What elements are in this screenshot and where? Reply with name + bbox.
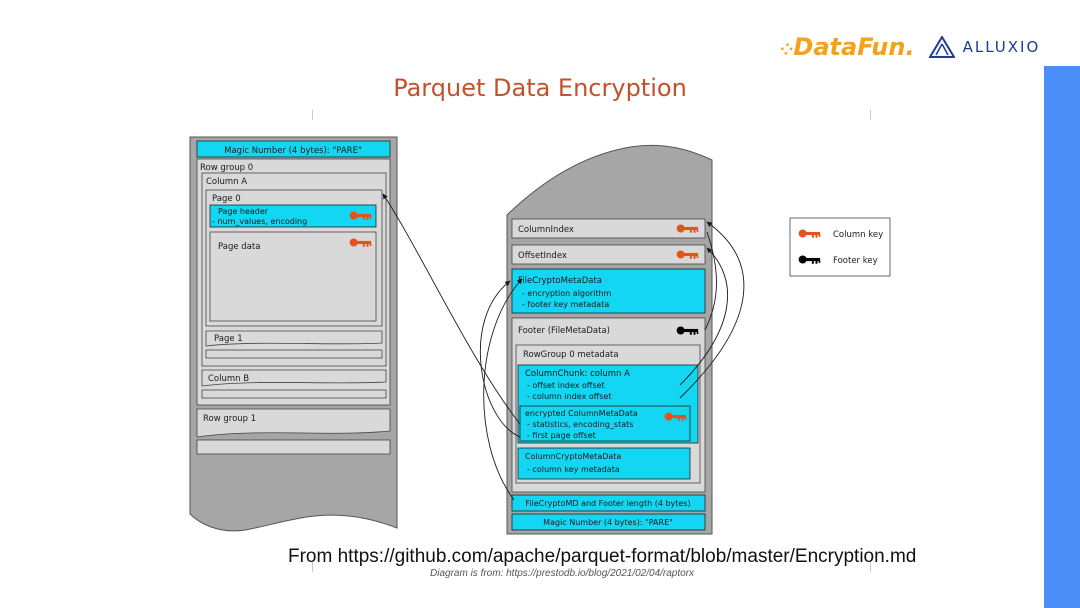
file-crypto-md-footer-length-label: FileCryptoMD and Footer length (4 bytes) bbox=[525, 499, 690, 508]
column-index-label: ColumnIndex bbox=[518, 225, 574, 235]
offset-index-label: OffsetIndex bbox=[518, 251, 567, 261]
page-header-detail: - num_values, encoding bbox=[212, 217, 307, 226]
column-a-label: Column A bbox=[206, 177, 247, 187]
legend-footer-key-label: Footer key bbox=[833, 256, 878, 266]
file-crypto-metadata-box bbox=[511, 268, 706, 314]
alluxio-logo-text: ALLUXIO bbox=[962, 38, 1041, 56]
legend-box bbox=[789, 217, 891, 277]
column-b-label: Column B bbox=[208, 374, 249, 384]
page-0-label: Page 0 bbox=[212, 194, 241, 204]
brand-logos: ⁘DataFun. ALLUXIO bbox=[780, 30, 1040, 64]
footer-label: Footer (FileMetaData) bbox=[518, 326, 610, 336]
row-group-1-label: Row group 1 bbox=[203, 414, 256, 424]
datafun-logo: ⁘DataFun. bbox=[780, 33, 915, 61]
tick-mark bbox=[312, 562, 313, 572]
right-magic-box bbox=[511, 513, 706, 531]
file-crypto-md-footer-length-box bbox=[511, 494, 706, 512]
cc-item-offset-index-offset: - offset index offset bbox=[527, 381, 605, 390]
arrow-footer-link bbox=[704, 231, 717, 331]
row-group-0-metadata-label: RowGroup 0 metadata bbox=[523, 350, 619, 360]
arrow-to-file-crypto-metadata bbox=[479, 280, 521, 438]
tick-mark bbox=[312, 110, 313, 120]
tick-mark bbox=[870, 562, 871, 572]
slide-title: Parquet Data Encryption bbox=[393, 74, 687, 102]
ccm-item-column-key-metadata: - column key metadata bbox=[527, 465, 620, 474]
arrow-offset-index-offset bbox=[679, 247, 728, 386]
arrow-footer-length bbox=[483, 278, 523, 501]
alluxio-logo: ALLUXIO bbox=[928, 36, 1041, 58]
tick-mark bbox=[870, 110, 871, 120]
arrow-first-page-offset bbox=[382, 193, 521, 425]
fcm-item-encryption-algorithm: - encryption algorithm bbox=[522, 289, 612, 298]
ecm-item-statistics: - statistics, encoding_stats bbox=[527, 420, 633, 429]
left-magic-label: Magic Number (4 bytes): "PARE" bbox=[224, 146, 362, 156]
column-index-box bbox=[511, 218, 706, 239]
encrypted-column-metadata-box bbox=[519, 405, 691, 442]
datafun-logo-text: DataFun. bbox=[793, 33, 915, 61]
encrypted-column-metadata-label: encrypted ColumnMetaData bbox=[525, 409, 638, 418]
cc-item-column-index-offset: - column index offset bbox=[527, 392, 611, 401]
column-b-box bbox=[201, 369, 387, 387]
page-placeholder-box bbox=[205, 349, 383, 359]
page-header-label: Page header bbox=[218, 207, 269, 216]
legend-column-key-label: Column key bbox=[833, 230, 883, 240]
column-placeholder-box bbox=[201, 389, 387, 399]
row-group-placeholder-box bbox=[196, 439, 391, 455]
left-magic-box bbox=[196, 140, 391, 158]
diagram-caption: Diagram is from: https://prestodb.io/blo… bbox=[430, 568, 695, 579]
offset-index-box bbox=[511, 244, 706, 265]
column-crypto-metadata-box bbox=[517, 447, 691, 480]
pointer-arrows bbox=[382, 193, 745, 501]
page-data-label: Page data bbox=[218, 242, 260, 252]
page-1-label: Page 1 bbox=[214, 334, 243, 344]
column-chunk-label: ColumnChunk: column A bbox=[525, 369, 630, 379]
legend: Column key Footer key bbox=[789, 217, 891, 277]
column-crypto-metadata-label: ColumnCryptoMetaData bbox=[525, 452, 621, 461]
page-1-box bbox=[205, 330, 383, 347]
page-header-box bbox=[209, 204, 377, 228]
alluxio-triangle-icon bbox=[928, 36, 955, 58]
arrow-column-index-offset bbox=[679, 221, 745, 399]
row-group-0-label: Row group 0 bbox=[200, 163, 253, 173]
ecm-item-first-page-offset: - first page offset bbox=[527, 431, 596, 440]
fcm-item-footer-key-metadata: - footer key metadata bbox=[522, 300, 609, 309]
left-parquet-file: Magic Number (4 bytes): "PARE" Row group… bbox=[189, 136, 398, 532]
datafun-dots-icon: ⁘ bbox=[780, 40, 793, 59]
row-group-1-box bbox=[196, 408, 391, 438]
right-magic-label: Magic Number (4 bytes): "PARE" bbox=[543, 518, 673, 527]
file-crypto-metadata-label: FileCryptoMetaData bbox=[518, 276, 602, 286]
side-accent-bar bbox=[1044, 66, 1080, 608]
page-data-box bbox=[209, 231, 377, 322]
source-link-text: From https://github.com/apache/parquet-f… bbox=[288, 546, 917, 567]
right-parquet-file: ColumnIndex OffsetIndex FileCryptoMetaDa… bbox=[506, 144, 713, 535]
